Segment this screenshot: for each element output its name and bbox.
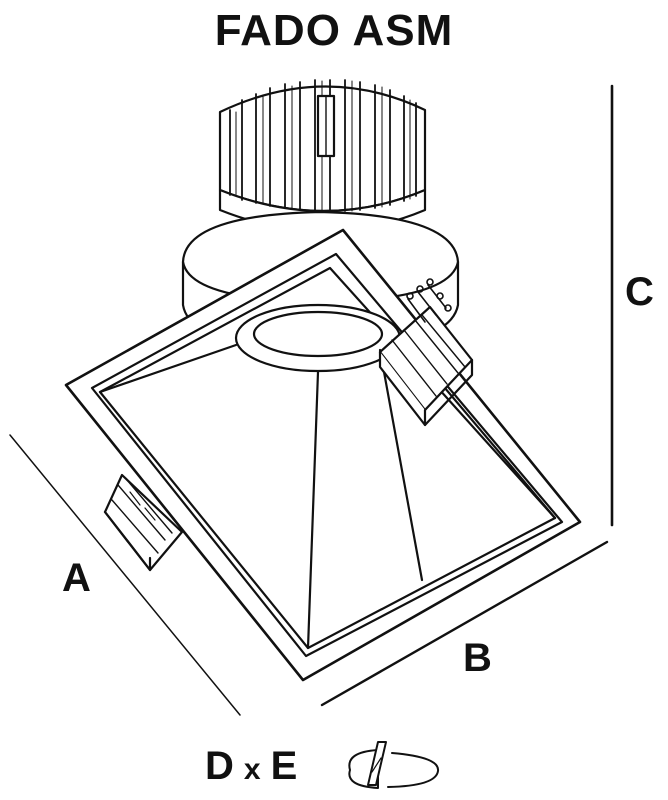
dimension-label-a: A: [62, 556, 91, 600]
ceiling-hole-cutout-icon: [348, 741, 440, 789]
dimension-line-a: [9, 434, 241, 716]
cutout-separator: x: [243, 753, 261, 786]
dimension-label-b: B: [463, 636, 492, 680]
dimension-line-b: [320, 540, 609, 707]
dimension-label-c: C: [625, 270, 654, 314]
spring-clip-left: [103, 473, 184, 572]
product-title: FADO ASM: [214, 6, 454, 55]
cutout-d-label: D: [205, 744, 234, 788]
connector-block-right: [378, 278, 474, 427]
cutout-e-label: E: [270, 744, 298, 788]
heat-sink: [218, 79, 427, 233]
square-trim-frame: [64, 228, 582, 682]
